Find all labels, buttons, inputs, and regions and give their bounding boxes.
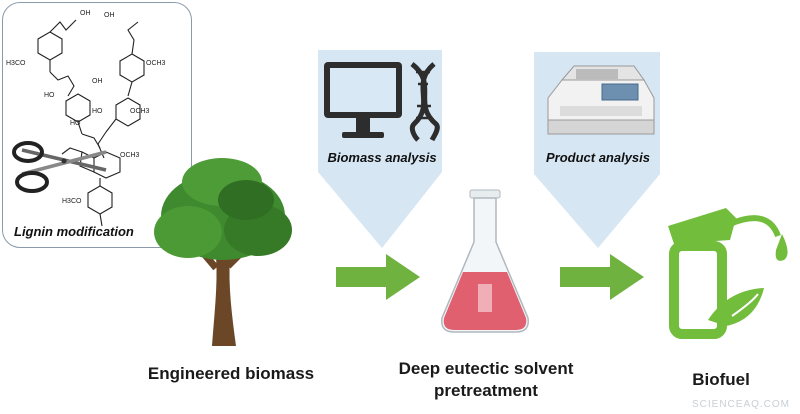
- tree-icon: [154, 158, 292, 346]
- computer-dna-icon: [324, 62, 440, 142]
- flow-arrow-1: [336, 254, 420, 300]
- analyzer-device-icon: [547, 65, 655, 135]
- structure-label: HO: [92, 108, 103, 115]
- lignin-modification-label: Lignin modification: [14, 224, 134, 239]
- flow-arrow-2: [560, 254, 644, 300]
- lignin-structure: [12, 19, 145, 227]
- lignin-panel: [2, 2, 192, 248]
- structure-label: OCH3: [120, 152, 140, 159]
- structure-label: OCH3: [146, 60, 166, 67]
- biofuel-label: Biofuel: [692, 370, 750, 389]
- structure-label: H3CO: [62, 198, 82, 205]
- structure-label: OCH3: [130, 108, 150, 115]
- flask-icon: [441, 189, 529, 333]
- structure-label: HO: [70, 120, 81, 127]
- structure-label: HO: [44, 92, 55, 99]
- product-analysis-label: Product analysis: [545, 150, 651, 165]
- scissors-icon: [12, 141, 107, 193]
- structure-label: OH: [80, 10, 91, 17]
- pretreatment-label-line1: Deep eutectic solvent: [398, 359, 574, 378]
- biomass-analysis-label: Biomass analysis: [327, 150, 437, 165]
- watermark: SCIENCEAQ.COM: [691, 399, 790, 410]
- structure-label: OH: [104, 12, 115, 19]
- lignin-structure-labels: OH H3CO OH HO OH OCH3 OCH3 HO HO OCH3 H3…: [0, 0, 200, 250]
- biofuel-nozzle-icon: [668, 208, 788, 339]
- structure-label: OH: [92, 78, 103, 85]
- pretreatment-label-line2: pretreatment: [434, 381, 538, 400]
- structure-label: H3CO: [6, 60, 26, 67]
- engineered-biomass-label: Engineered biomass: [147, 364, 315, 383]
- pretreatment-label: Deep eutectic solvent pretreatment: [378, 358, 594, 402]
